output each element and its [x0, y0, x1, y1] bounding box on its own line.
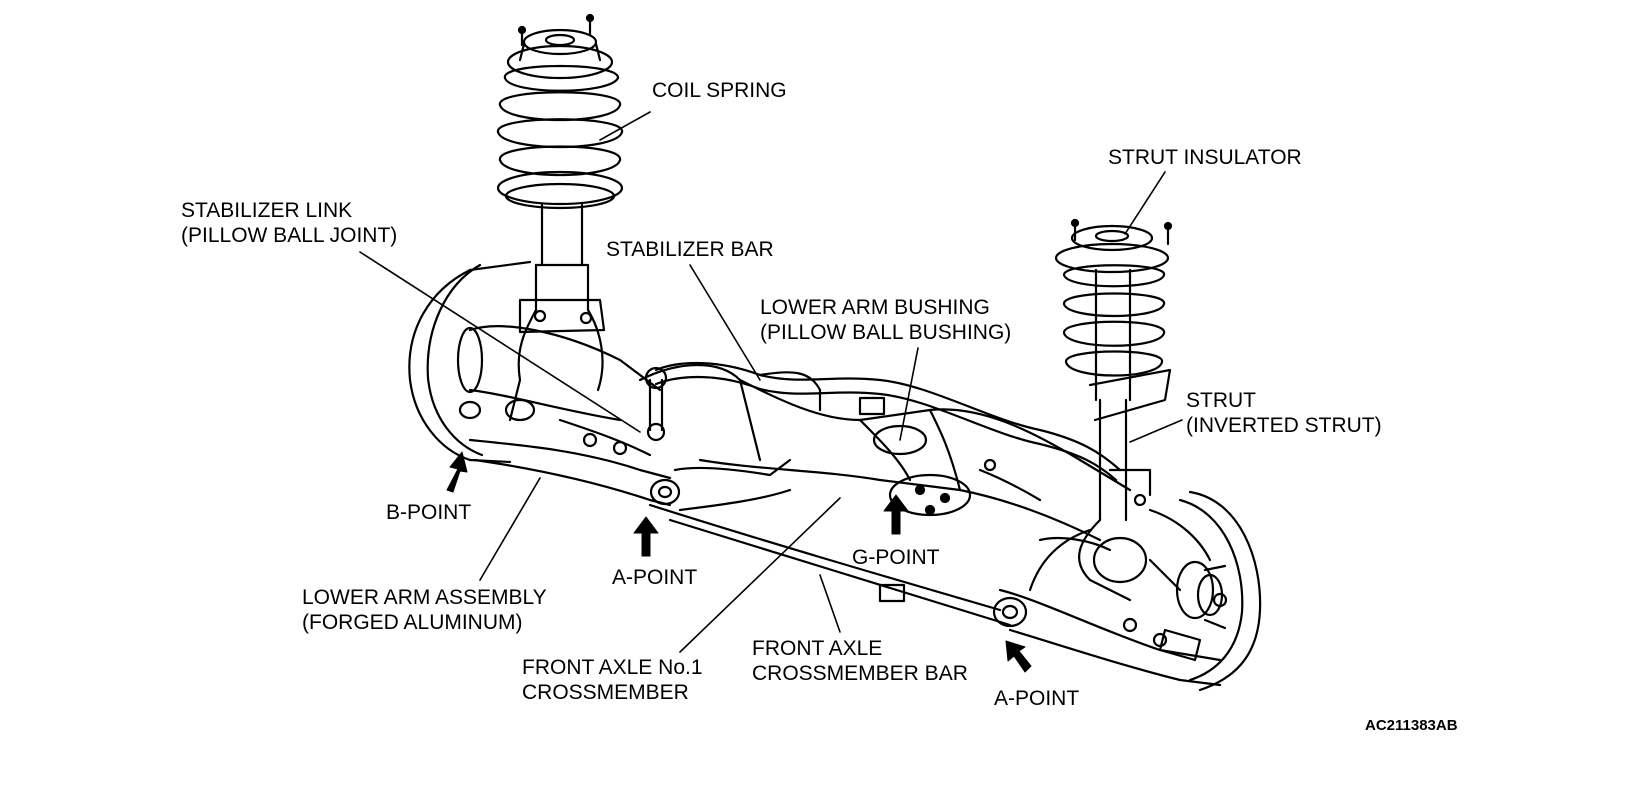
leader-lower-arm-bushing [899, 347, 919, 441]
label-strut-line1: STRUT [1186, 389, 1256, 412]
right-hub-knuckle [1038, 490, 1262, 692]
leader-front-axle-no1 [679, 497, 841, 653]
label-front-axle-bar-line1: FRONT AXLE [752, 637, 883, 660]
left-brake-disc [408, 260, 532, 464]
leader-strut-insulator [1124, 171, 1166, 235]
label-strut-line2: (INVERTED STRUT) [1186, 414, 1382, 437]
label-coil-spring: COIL SPRING [652, 79, 787, 102]
label-strut-insulator: STRUT INSULATOR [1108, 146, 1302, 169]
label-b-point: B-POINT [386, 501, 472, 524]
leader-lines [359, 111, 1183, 653]
leader-coil-spring [599, 111, 651, 141]
front-axle-no1-crossmember [638, 364, 1132, 542]
label-stabilizer-bar: STABILIZER BAR [606, 238, 774, 261]
left-a-point-bushing [649, 458, 792, 512]
label-a-point-right: A-POINT [994, 687, 1080, 710]
right-strut-assembly [1054, 218, 1173, 522]
label-lower-arm-bushing-line2: (PILLOW BALL BUSHING) [760, 321, 1012, 344]
label-lower-arm-assembly-line2: (FORGED ALUMINUM) [302, 611, 523, 634]
right-lower-arm [992, 528, 1222, 687]
left-strut-assembly [496, 13, 624, 422]
leader-front-axle-bar [819, 574, 841, 633]
label-front-axle-bar-line2: CROSSMEMBER BAR [752, 662, 968, 685]
leader-lower-arm-assembly [479, 477, 541, 581]
a-point-arrow-left [633, 516, 659, 557]
label-stabilizer-link-line1: STABILIZER LINK [181, 199, 353, 222]
leader-strut [1129, 419, 1183, 443]
left-stabilizer-link [644, 366, 668, 442]
label-front-axle-no1-line1: FRONT AXLE No.1 [522, 656, 703, 679]
figure-code: AC211383AB [1365, 717, 1458, 734]
label-front-axle-no1-line2: CROSSMEMBER [522, 681, 689, 704]
point-arrows [446, 451, 1032, 673]
label-lower-arm-bushing-line1: LOWER ARM BUSHING [760, 296, 990, 319]
stabilizer-bar [654, 361, 1122, 482]
left-knuckle [458, 325, 662, 422]
label-a-point-left: A-POINT [612, 566, 698, 589]
label-g-point: G-POINT [852, 546, 940, 569]
label-lower-arm-assembly-line1: LOWER ARM ASSEMBLY [302, 586, 547, 609]
front-axle-crossmember-bar [648, 503, 1012, 627]
left-lower-arm [468, 418, 672, 507]
label-stabilizer-link-line2: (PILLOW BALL JOINT) [181, 224, 398, 247]
a-point-arrow-right [1005, 640, 1032, 673]
leader-stabilizer-link [359, 251, 641, 433]
g-point-arrow [883, 494, 909, 535]
b-point-arrow [446, 451, 468, 493]
leader-stabilizer-bar [689, 264, 761, 381]
